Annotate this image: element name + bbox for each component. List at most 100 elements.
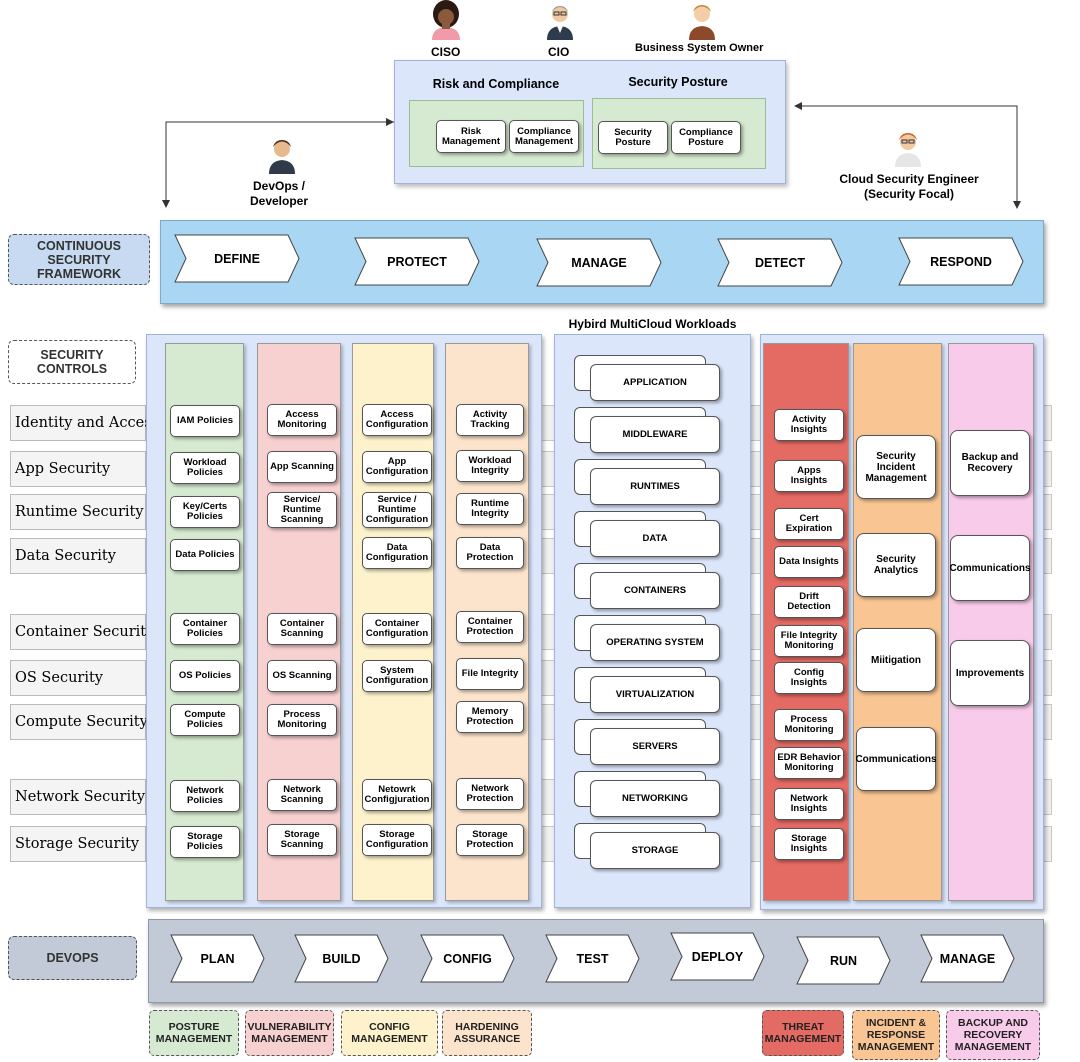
posture-card-4[interactable]: Container Policies [170,613,240,645]
vulnerability-card-5[interactable]: Process Monitoring [267,704,337,736]
vulnerability-card-4[interactable]: OS Scanning [267,660,337,692]
devops-step-run[interactable]: RUN [796,936,891,985]
row-label-storage-security[interactable]: Storage Security [10,826,146,862]
threat-card-0[interactable]: Activity Insights [774,409,844,441]
backup-card-1[interactable]: Communications [949,535,1031,601]
security-posture-card[interactable]: Security Posture [598,121,668,154]
incident-card-2[interactable]: Miitigation [856,628,936,692]
backup-recovery-column [948,343,1034,901]
framework-step-define-shape [174,234,300,283]
hardening-card-4[interactable]: Container Protection [456,611,524,643]
hardening-card-6[interactable]: Memory Protection [456,701,524,733]
workload-layer-networking[interactable]: NETWORKING [590,780,720,817]
vulnerability-card-6[interactable]: Network Scanning [267,779,337,811]
posture-card-6[interactable]: Compute Policies [170,704,240,736]
vulnerability-card-0[interactable]: Access Monitoring [267,404,337,436]
threat-card-1[interactable]: Apps Insights [774,460,844,492]
workload-layer-operating-system[interactable]: OPERATING SYSTEM [590,624,720,661]
framework-step-manage-label: MANAGE [571,255,627,270]
posture-card-1[interactable]: Workload Policies [170,452,240,484]
threat-card-6[interactable]: Config Insights [774,662,844,694]
config-card-1[interactable]: App Configuration [362,451,432,483]
workload-layer-virtualization[interactable]: VIRTUALIZATION [590,676,720,713]
vulnerability-card-7[interactable]: Storage Scanning [267,824,337,856]
row-label-os-security[interactable]: OS Security [10,660,146,696]
threat-card-5[interactable]: File Integrity Monitoring [774,625,844,657]
devops-step-plan[interactable]: PLAN [170,934,265,983]
framework-step-manage-shape [536,238,662,287]
posture-card-5[interactable]: OS Policies [170,660,240,692]
threat-card-3[interactable]: Data Insights [774,546,844,578]
config-card-7[interactable]: Storage Configuration [362,824,432,856]
workload-layer-containers[interactable]: CONTAINERS [590,572,720,609]
workload-layer-middleware[interactable]: MIDDLEWARE [590,416,720,453]
incident-card-3[interactable]: Communications [855,727,937,791]
workload-layer-storage[interactable]: STORAGE [590,832,720,869]
threat-card-7[interactable]: Process Monitoring [774,709,844,741]
hardening-card-3[interactable]: Data Protection [456,537,524,569]
row-label-network-security[interactable]: Network Security [10,779,146,815]
framework-step-detect-shape [717,238,843,287]
threat-card-8[interactable]: EDR Behavior Monitoring [774,747,844,779]
posture-card-0[interactable]: IAM Policies [170,405,240,437]
workload-layer-runtimes[interactable]: RUNTIMES [590,468,720,505]
row-label-app-security[interactable]: App Security [10,451,146,487]
backup-card-0[interactable]: Backup and Recovery [950,430,1030,496]
posture-card-7[interactable]: Network Policies [170,780,240,812]
devops-step-manage[interactable]: MANAGE [920,934,1015,983]
hardening-card-5[interactable]: File Integrity [456,658,524,690]
threat-card-2[interactable]: Cert Expiration [774,508,844,540]
devops-step-build[interactable]: BUILD [294,934,389,983]
vulnerability-card-2[interactable]: Service/ Runtime Scanning [267,492,337,528]
ciso-label: CISO [428,44,464,60]
framework-step-protect[interactable]: PROTECT [354,237,480,286]
devops-avatar-icon [269,140,295,174]
threat-card-9[interactable]: Network Insights [774,788,844,820]
devops-step-config[interactable]: CONFIG [420,934,515,983]
risk-management-card[interactable]: Risk Management [436,120,506,153]
workload-layer-servers[interactable]: SERVERS [590,728,720,765]
cio-label: CIO [545,44,573,60]
config-card-3[interactable]: Data Configuration [362,537,432,569]
config-card-2[interactable]: Service / Runtime Configuration [362,492,432,528]
compliance-posture-card[interactable]: Compliance Posture [671,121,741,154]
threat-card-4[interactable]: Drift Detection [774,586,844,618]
legend-item-3: HARDENING ASSURANCE [442,1010,532,1056]
devops-step-deploy-label: DEPLOY [691,949,744,964]
row-label-runtime-security[interactable]: Runtime Security [10,494,146,530]
hardening-card-1[interactable]: Workload Integrity [456,450,524,482]
devops-developer-label: DevOps / Developer [243,179,315,209]
workload-layer-data[interactable]: DATA [590,520,720,557]
framework-step-define-label: DEFINE [214,251,260,266]
threat-card-10[interactable]: Storage Insights [774,828,844,860]
row-label-identity-and-access[interactable]: Identity and Access [10,405,159,441]
config-card-5[interactable]: System Configuration [362,660,432,692]
vulnerability-card-3[interactable]: Container Scanning [267,613,337,645]
framework-step-detect[interactable]: DETECT [717,238,843,287]
devops-step-test[interactable]: TEST [545,934,640,983]
vulnerability-card-1[interactable]: App Scanning [267,451,337,483]
config-card-4[interactable]: Container Configuration [362,613,432,645]
incident-card-0[interactable]: Security Incident Management [856,435,936,499]
config-card-0[interactable]: Access Configuration [362,404,432,436]
framework-step-respond[interactable]: RESPOND [898,237,1024,286]
posture-card-8[interactable]: Storage Policies [170,826,240,858]
hardening-card-7[interactable]: Network Protection [456,778,524,810]
row-label-container-security[interactable]: Container Security [10,614,154,650]
devops-step-deploy[interactable]: DEPLOY [670,932,765,981]
posture-card-2[interactable]: Key/Certs Policies [170,496,240,528]
config-card-6[interactable]: Netowrk Configjuration [362,779,432,811]
framework-step-define[interactable]: DEFINE [174,234,300,283]
framework-step-manage[interactable]: MANAGE [536,238,662,287]
row-label-data-security[interactable]: Data Security [10,538,146,574]
row-label-compute-security[interactable]: Compute Security [10,704,148,740]
hardening-card-8[interactable]: Storage Protection [456,824,524,856]
workload-layer-application[interactable]: APPLICATION [590,364,720,401]
hardening-card-2[interactable]: Runtime Integrity [456,493,524,525]
hardening-card-0[interactable]: Activity Tracking [456,404,524,436]
backup-card-2[interactable]: Improvements [950,640,1030,706]
posture-card-3[interactable]: Data Policies [170,539,240,571]
devops-step-build-shape [294,934,389,983]
compliance-management-card[interactable]: Compliance Management [509,120,579,153]
incident-card-1[interactable]: Security Analytics [856,533,936,597]
